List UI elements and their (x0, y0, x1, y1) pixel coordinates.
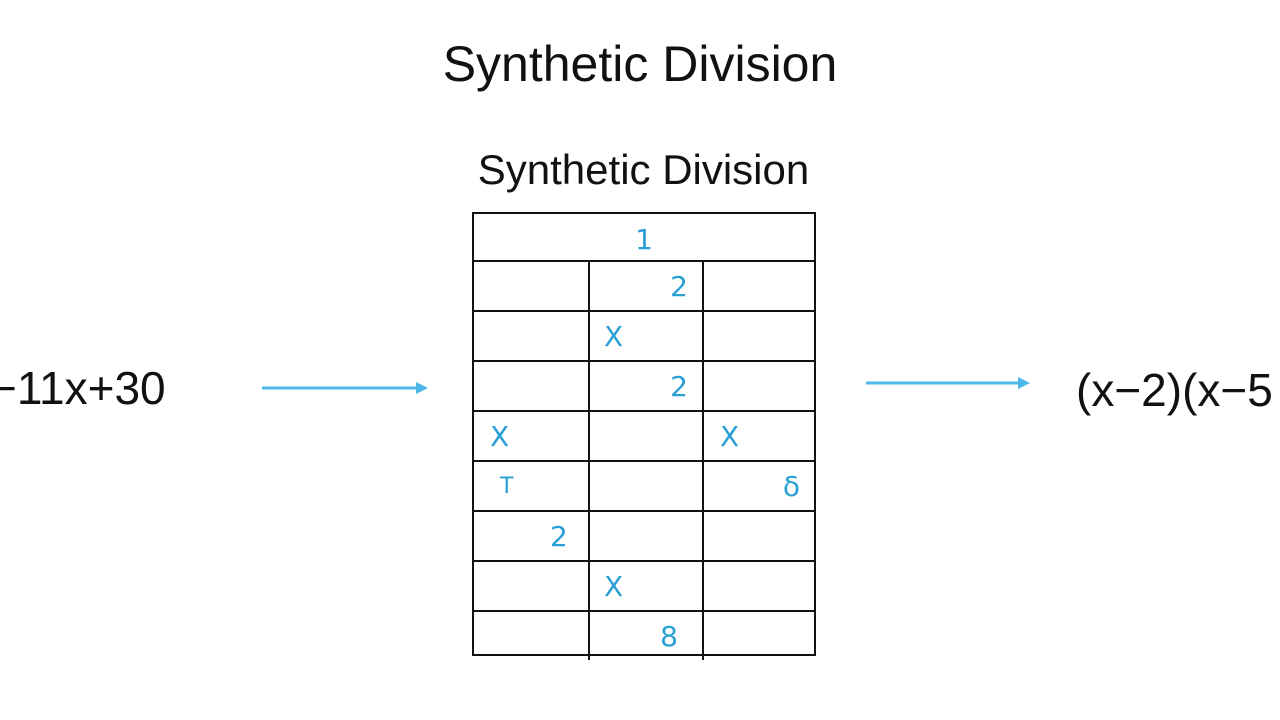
table-cell (702, 562, 814, 610)
table-cell: T (500, 473, 514, 499)
table-cell: 1 (635, 222, 653, 256)
table-cell: X (702, 412, 814, 460)
table-cell: 2 (550, 519, 568, 553)
table-cell: δ (702, 462, 814, 510)
table-cell (474, 262, 588, 310)
table-cell: X (588, 312, 702, 360)
table-cell (702, 512, 814, 560)
table-row: T δ (474, 460, 814, 510)
table-row: 1 (474, 214, 814, 264)
table-cell (588, 512, 702, 560)
synthetic-division-table: 1 2 X 2 X X T δ 2 X 8 (472, 212, 816, 660)
diagram-title: Synthetic Division (477, 146, 810, 193)
table-row: 8 (474, 610, 814, 660)
table-row: 2 (474, 260, 814, 310)
table-cell (702, 312, 814, 360)
table-cell: X (490, 419, 510, 453)
table-cell: X (588, 562, 702, 610)
table-cell (702, 262, 814, 310)
table-row: X X (474, 410, 814, 460)
table-cell (474, 612, 588, 660)
table-cell: 8 (588, 612, 702, 660)
table-cell: 2 (588, 362, 702, 410)
table-cell (588, 462, 702, 510)
table-cell (474, 562, 588, 610)
table-cell (702, 362, 814, 410)
page-title: Synthetic Division (442, 36, 838, 92)
table-cell (702, 612, 814, 660)
table-cell (588, 412, 702, 460)
table-row: 2 (474, 510, 814, 560)
output-expression: (x−2)(x−5 (1076, 364, 1273, 416)
table-cell: 2 (588, 262, 702, 310)
right-arrow-icon (866, 377, 1030, 389)
table-row: X (474, 560, 814, 610)
table-row: 2 (474, 360, 814, 410)
table-row: X (474, 310, 814, 360)
left-arrow-icon (262, 382, 428, 394)
table-cell (474, 312, 588, 360)
table-cell (474, 362, 588, 410)
input-expression: −11x+30 (0, 362, 166, 414)
